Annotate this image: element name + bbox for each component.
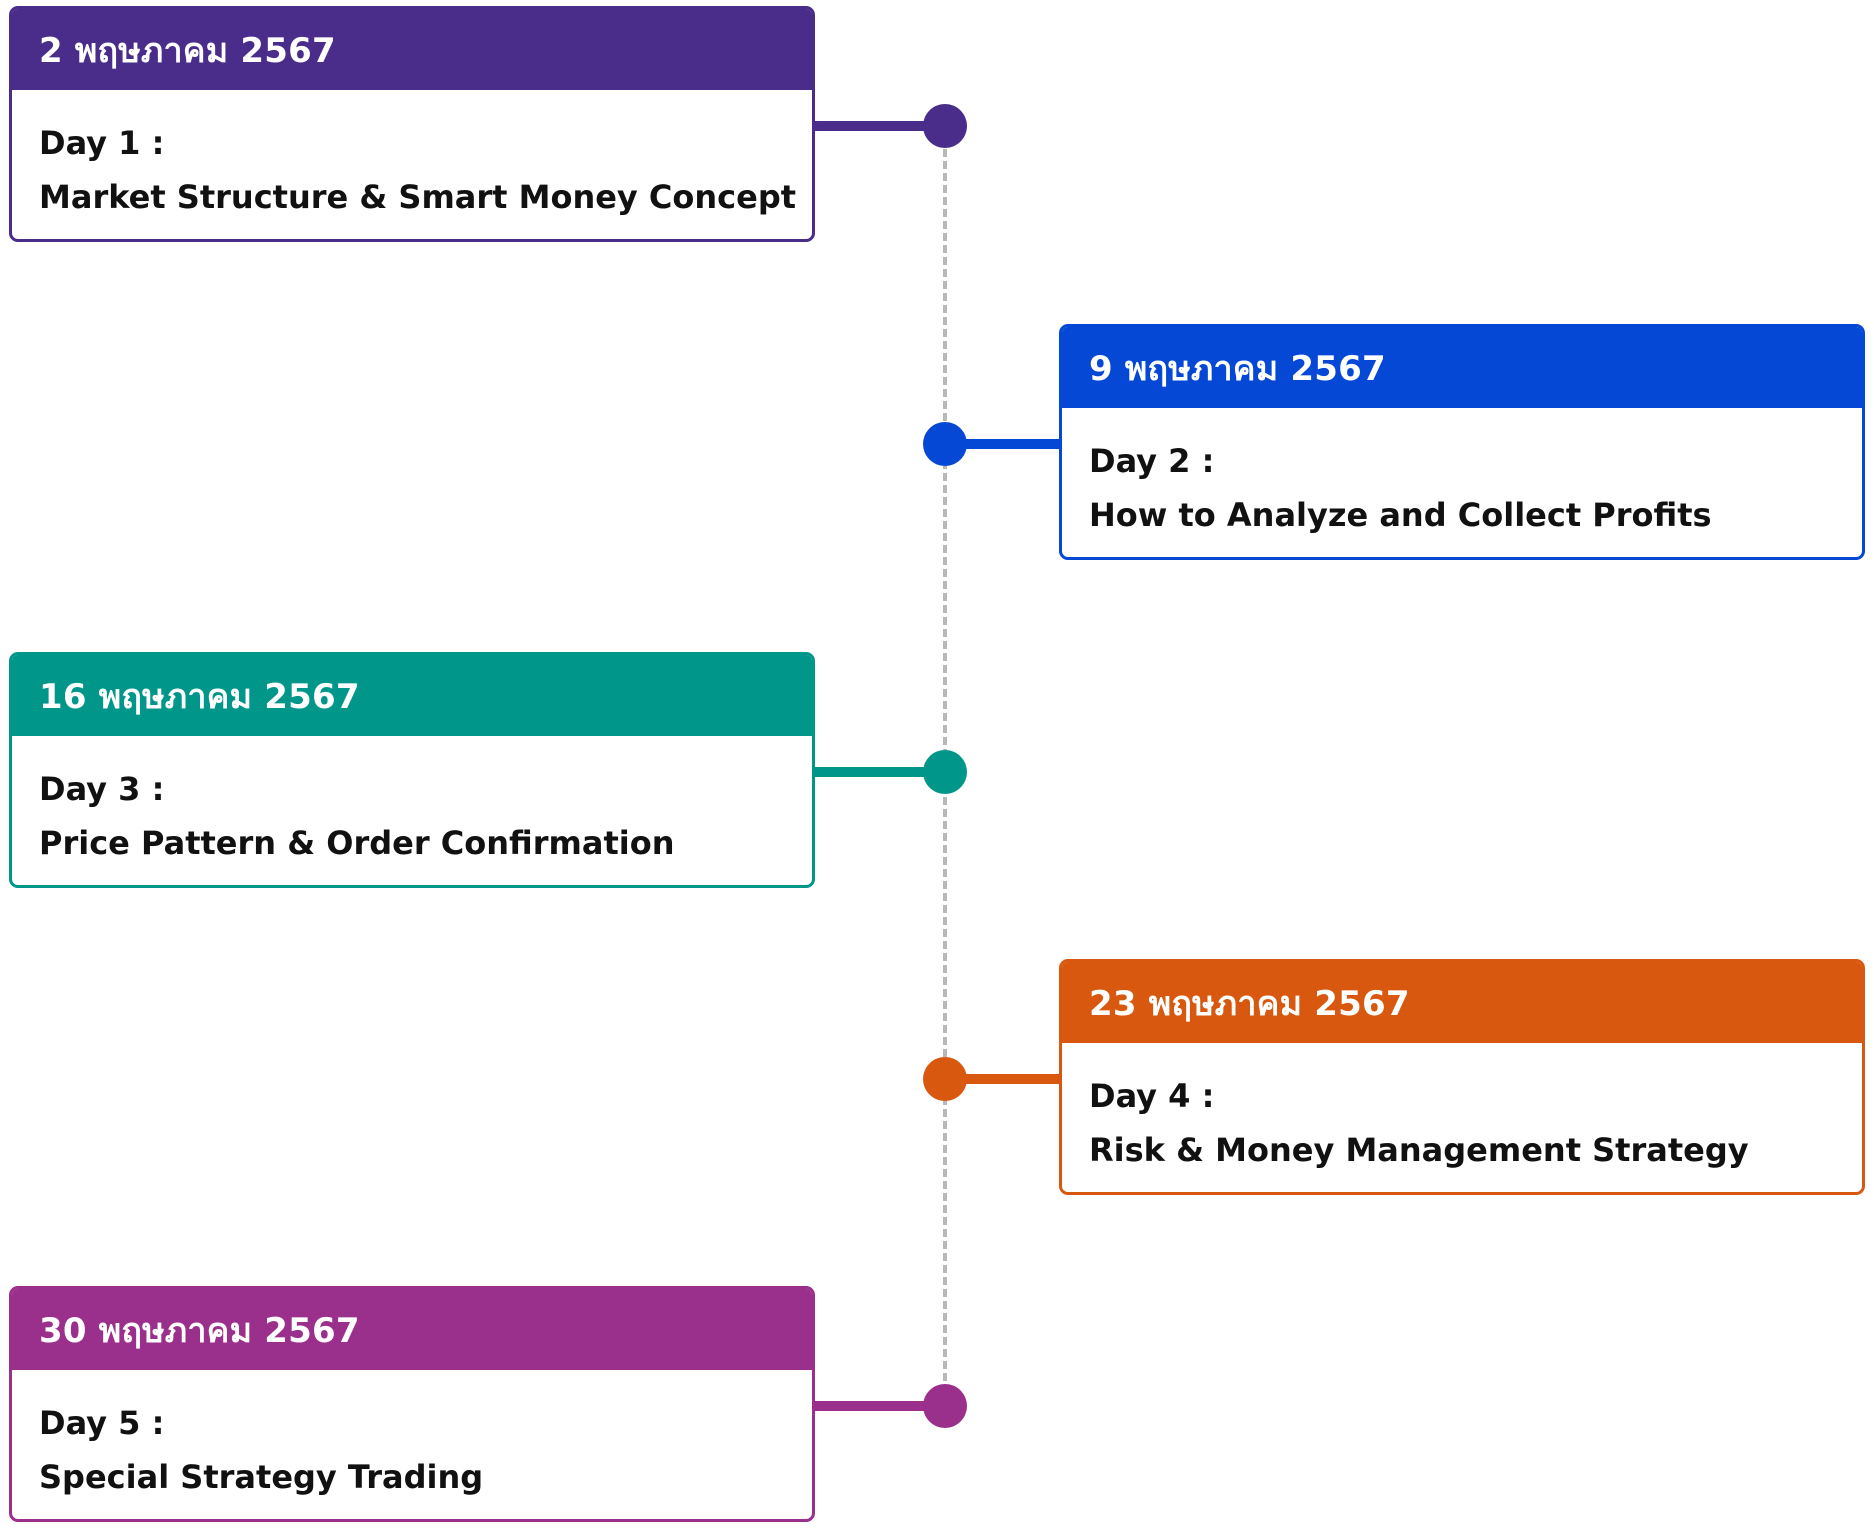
card-date: 16 พฤษภาคม 2567 bbox=[12, 655, 812, 736]
card-title: Price Pattern & Order Confirmation bbox=[39, 824, 675, 862]
card-day-label: Day 4 : bbox=[1089, 1077, 1215, 1115]
card-title: How to Analyze and Collect Profits bbox=[1089, 496, 1712, 534]
timeline-card-day-5: 30 พฤษภาคม 2567 Day 5 : Special Strategy… bbox=[9, 1286, 815, 1522]
card-day-label: Day 3 : bbox=[39, 770, 165, 808]
card-title: Special Strategy Trading bbox=[39, 1458, 484, 1496]
card-body: Day 3 : Price Pattern & Order Confirmati… bbox=[12, 736, 812, 870]
connector-line bbox=[815, 767, 945, 777]
timeline-dot bbox=[923, 1384, 967, 1428]
timeline-dot bbox=[923, 1057, 967, 1101]
connector-line bbox=[945, 1074, 1059, 1084]
card-body: Day 5 : Special Strategy Trading bbox=[12, 1370, 812, 1504]
connector-line bbox=[815, 121, 945, 131]
timeline-card-day-2: 9 พฤษภาคม 2567 Day 2 : How to Analyze an… bbox=[1059, 324, 1865, 560]
timeline-dot bbox=[923, 750, 967, 794]
card-body: Day 4 : Risk & Money Management Strategy bbox=[1062, 1043, 1862, 1177]
timeline-card-day-4: 23 พฤษภาคม 2567 Day 4 : Risk & Money Man… bbox=[1059, 959, 1865, 1195]
timeline-dot bbox=[923, 422, 967, 466]
card-day-label: Day 5 : bbox=[39, 1404, 165, 1442]
card-title: Risk & Money Management Strategy bbox=[1089, 1131, 1749, 1169]
card-title: Market Structure & Smart Money Concept bbox=[39, 178, 797, 216]
timeline-card-day-1: 2 พฤษภาคม 2567 Day 1 : Market Structure … bbox=[9, 6, 815, 242]
timeline-card-day-3: 16 พฤษภาคม 2567 Day 3 : Price Pattern & … bbox=[9, 652, 815, 888]
card-body: Day 2 : How to Analyze and Collect Profi… bbox=[1062, 408, 1862, 542]
card-day-label: Day 2 : bbox=[1089, 442, 1215, 480]
card-day-label: Day 1 : bbox=[39, 124, 165, 162]
card-date: 9 พฤษภาคม 2567 bbox=[1062, 327, 1862, 408]
card-date: 23 พฤษภาคม 2567 bbox=[1062, 962, 1862, 1043]
card-date: 2 พฤษภาคม 2567 bbox=[12, 9, 812, 90]
connector-line bbox=[815, 1401, 945, 1411]
timeline-dot bbox=[923, 104, 967, 148]
connector-line bbox=[945, 439, 1059, 449]
card-body: Day 1 : Market Structure & Smart Money C… bbox=[12, 90, 812, 224]
card-date: 30 พฤษภาคม 2567 bbox=[12, 1289, 812, 1370]
